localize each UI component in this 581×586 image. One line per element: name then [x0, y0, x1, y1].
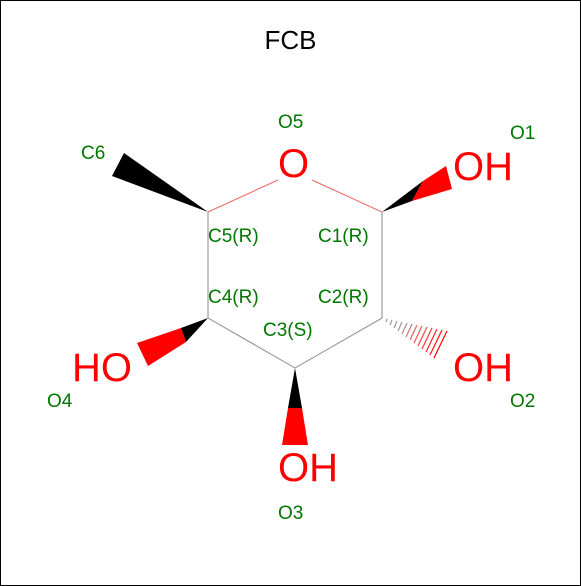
bond-c2-c3 [294, 317, 383, 369]
atom-label-o4: O4 [47, 391, 73, 412]
bond-o5-c1 [311, 179, 383, 213]
hydroxyl-o2-symbol: OH [453, 346, 513, 390]
atom-label-c6: C6 [81, 143, 105, 164]
atom-label-c5: C5(R) [208, 226, 259, 247]
wedge-c4-o4-red [137, 328, 186, 366]
hydroxyl-o4-symbol: HO [72, 346, 132, 390]
wedge-c4-o4-black [181, 318, 208, 342]
wedge-c1-o1-red [412, 166, 452, 201]
atom-label-c2: C2(R) [318, 287, 369, 308]
atom-labels: O5 O1 C6 C5(R) C1(R) C4(R) C2(R) C3(S) O… [47, 112, 535, 524]
atom-label-o5: O5 [278, 112, 303, 133]
wedge-c3-o3-red [282, 408, 308, 445]
ring-bonds [207, 179, 383, 369]
wedge-c1-o1-black [382, 181, 423, 212]
hashed-bond-c2-o2 [385, 318, 448, 359]
bond-c5-o5 [207, 179, 279, 213]
wedge-c3-o3-black [288, 368, 302, 408]
atom-label-c1: C1(R) [318, 226, 369, 247]
bond-c3-c4 [207, 317, 296, 369]
hydroxyl-o1-symbol: OH [453, 145, 513, 189]
atom-label-o2: O2 [510, 391, 535, 412]
atom-label-o3: O3 [278, 503, 303, 524]
ring-oxygen-symbol: O [278, 142, 309, 186]
wedge-bonds [112, 153, 452, 445]
atom-label-c4: C4(R) [208, 287, 259, 308]
atom-label-c3: C3(S) [263, 320, 313, 341]
atom-label-o1: O1 [510, 123, 535, 144]
hydroxyl-o3-symbol: OH [278, 446, 338, 490]
diagram-title: FCB [264, 25, 317, 55]
wedge-c5-c6 [112, 153, 208, 212]
